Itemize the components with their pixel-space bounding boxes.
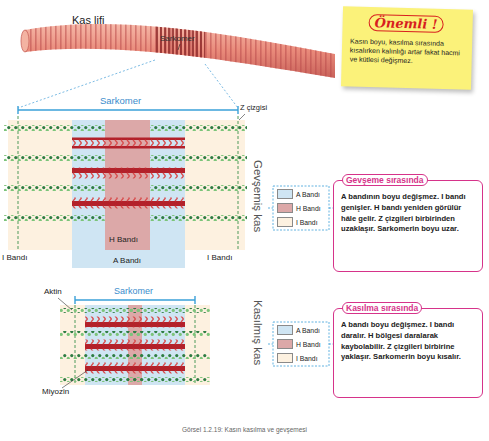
legend-entry: I Bandı: [277, 217, 318, 227]
legend-text: H Bandı: [296, 205, 321, 212]
part-label: Sarkomer: [160, 35, 195, 44]
box-body: A bandı boyu değişmez. I bandı daralır. …: [341, 320, 475, 363]
part-label: Sarkomer: [114, 287, 153, 297]
muscle-fiber: [18, 0, 340, 108]
legend-swatch: [277, 203, 293, 213]
band-label: I Bandı: [207, 254, 232, 263]
legend-entry: I Bandı: [277, 353, 318, 363]
part-label: Z çizgisi: [240, 104, 267, 112]
box-heading: Gevşeme sırasında: [342, 174, 428, 186]
legend-text: A Bandı: [296, 327, 320, 334]
part-label: Kas lifi: [72, 14, 104, 26]
info-box: Gevşeme sırasındaA bandının boyu değişme…: [333, 180, 483, 272]
legend-entry: H Bandı: [277, 203, 321, 213]
band-label: H Bandı: [109, 236, 138, 245]
sticky-note: Önemli ! Kasın boyu, kasılma sırasında kı…: [341, 6, 473, 89]
legend-swatch: [277, 353, 293, 363]
legend-entry: A Bandı: [277, 325, 320, 335]
legend-frame: [268, 186, 334, 366]
legend-text: H Bandı: [296, 341, 321, 348]
legend-text: I Bandı: [296, 355, 318, 362]
legend-swatch: [277, 325, 293, 335]
legend-entry: H Bandı: [277, 339, 321, 349]
note-heading: Önemli !: [368, 14, 443, 33]
box-heading: Kasılma sırasında: [342, 302, 422, 314]
legend-swatch: [277, 189, 293, 199]
legend-text: A Bandı: [296, 191, 320, 198]
legend-swatch: [277, 217, 293, 227]
part-label: Sarkomer: [100, 96, 141, 106]
figure-caption: Görsel 1.2.19: Kasın kasılma ve gevşemes…: [0, 426, 489, 433]
legend-entry: A Bandı: [277, 189, 320, 199]
legend-text: I Bandı: [296, 219, 318, 226]
band-label: I Bandı: [2, 254, 27, 263]
panel-title: Kasılmış kas: [251, 300, 264, 365]
relaxed-sarcomere: [4, 106, 247, 268]
note-body: Kasın boyu, kasılma sırasında kısalırken…: [350, 37, 465, 67]
part-label: Miyozin: [42, 388, 69, 397]
part-label: Aktin: [44, 288, 62, 297]
panel-title: Gevşemiş kas: [251, 160, 264, 232]
info-box: Kasılma sırasındaA bandı boyu değişmez. …: [333, 308, 483, 398]
contracted-sarcomere: [58, 296, 210, 388]
band-label: A Bandı: [113, 257, 141, 266]
legend-swatch: [277, 339, 293, 349]
box-body: A bandının boyu değişmez. I bandı genişl…: [341, 192, 475, 235]
